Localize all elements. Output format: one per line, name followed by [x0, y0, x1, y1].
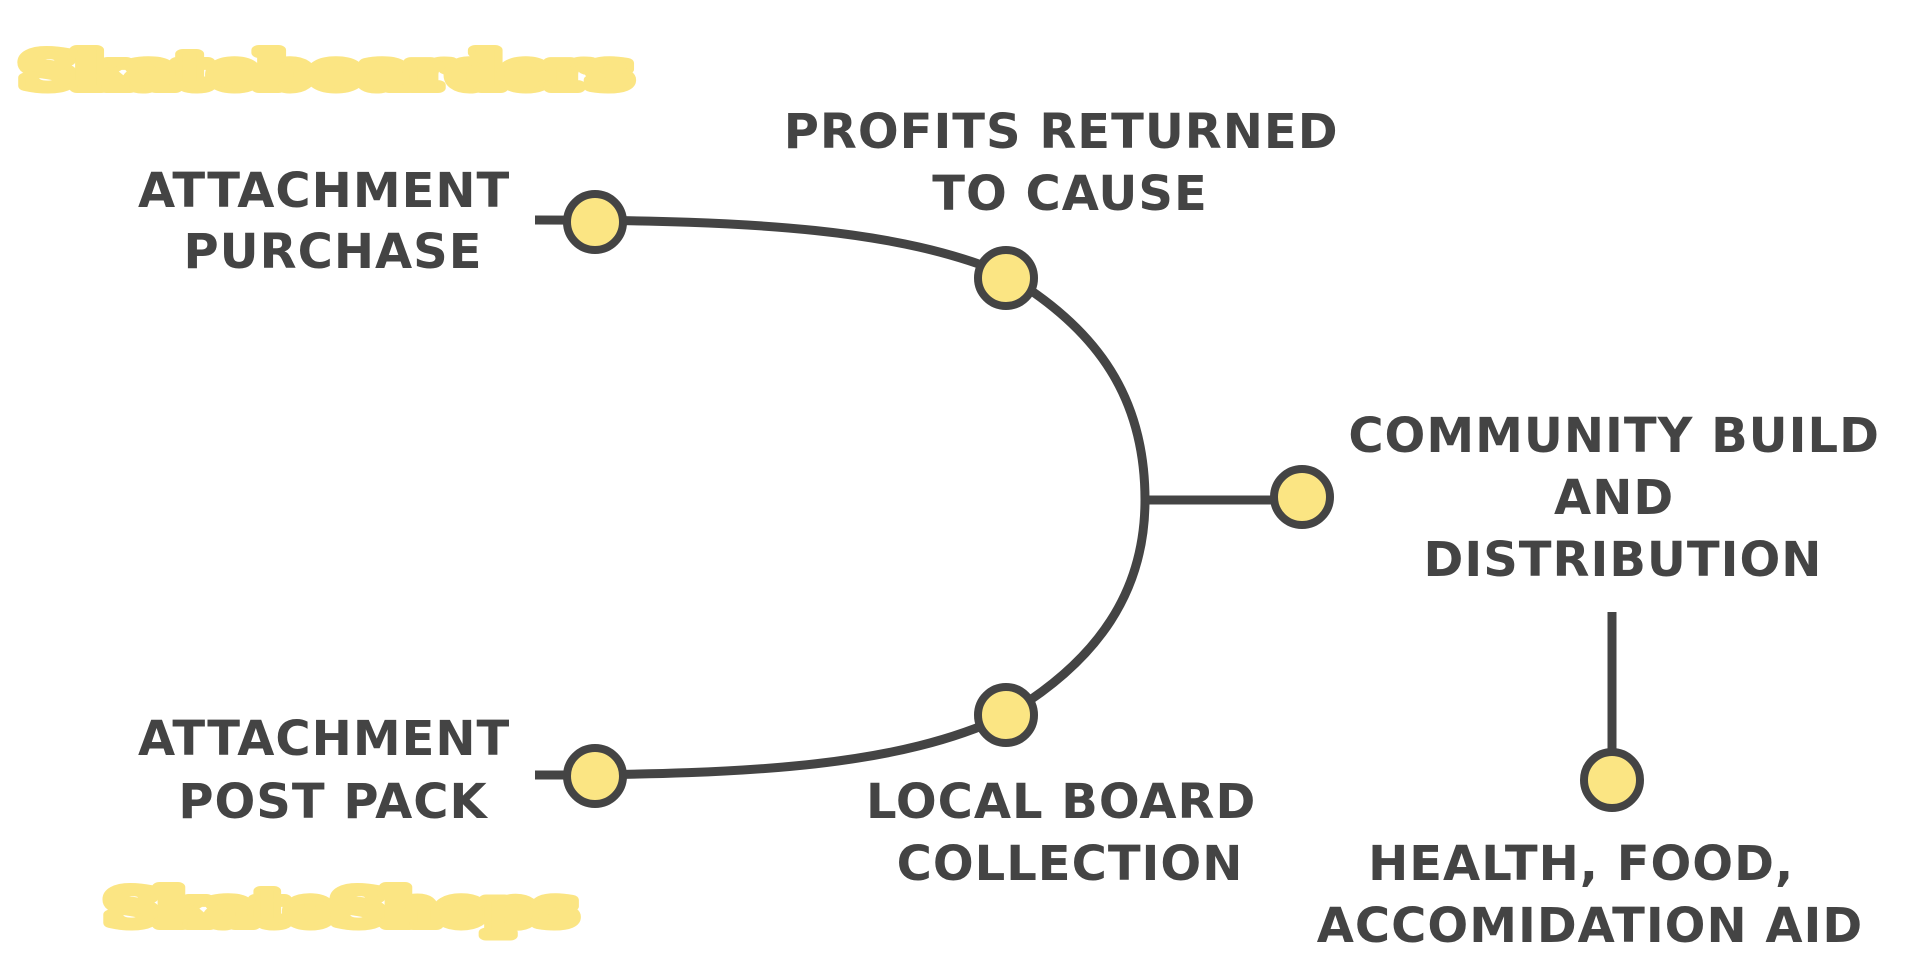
brand-skateshops: SkateShops — [105, 878, 575, 937]
label-line: PROFITS RETURNED — [784, 104, 1339, 160]
label-line: COLLECTION — [897, 836, 1244, 892]
node-health-food — [1580, 748, 1644, 812]
label-line: AND — [1554, 470, 1674, 526]
label-attachment-post-pack: ATTACHMENT POST PACK — [138, 711, 528, 830]
node-community-build — [1270, 465, 1334, 529]
label-health-food: HEALTH, FOOD, ACCOMIDATION AID — [1317, 836, 1863, 954]
node-profits-returned — [974, 246, 1038, 310]
label-community-build: COMMUNITY BUILD AND DISTRIBUTION — [1348, 408, 1897, 588]
label-line: POST PACK — [178, 774, 488, 830]
label-line: ATTACHMENT — [138, 163, 510, 219]
connector-bottom-curve — [534, 499, 1150, 780]
connector-top-curve — [534, 215, 1150, 501]
label-local-board: LOCAL BOARD COLLECTION — [866, 774, 1274, 892]
node-attachment-purchase — [563, 190, 627, 254]
label-attachment-purchase: ATTACHMENT PURCHASE — [138, 163, 528, 280]
node-attachment-post-pack — [563, 744, 627, 808]
label-line: ATTACHMENT — [138, 711, 510, 767]
brand-skateboarders: Skateboarders — [20, 41, 630, 100]
label-line: COMMUNITY BUILD — [1348, 408, 1880, 464]
label-line: DISTRIBUTION — [1424, 532, 1823, 588]
label-line: HEALTH, FOOD, — [1368, 836, 1794, 892]
label-line: ACCOMIDATION AID — [1317, 898, 1863, 954]
label-profits-returned: PROFITS RETURNED TO CAUSE — [784, 104, 1357, 222]
label-line: TO CAUSE — [932, 166, 1208, 222]
node-local-board — [974, 683, 1038, 747]
label-line: PURCHASE — [183, 224, 482, 280]
label-line: LOCAL BOARD — [866, 774, 1256, 830]
